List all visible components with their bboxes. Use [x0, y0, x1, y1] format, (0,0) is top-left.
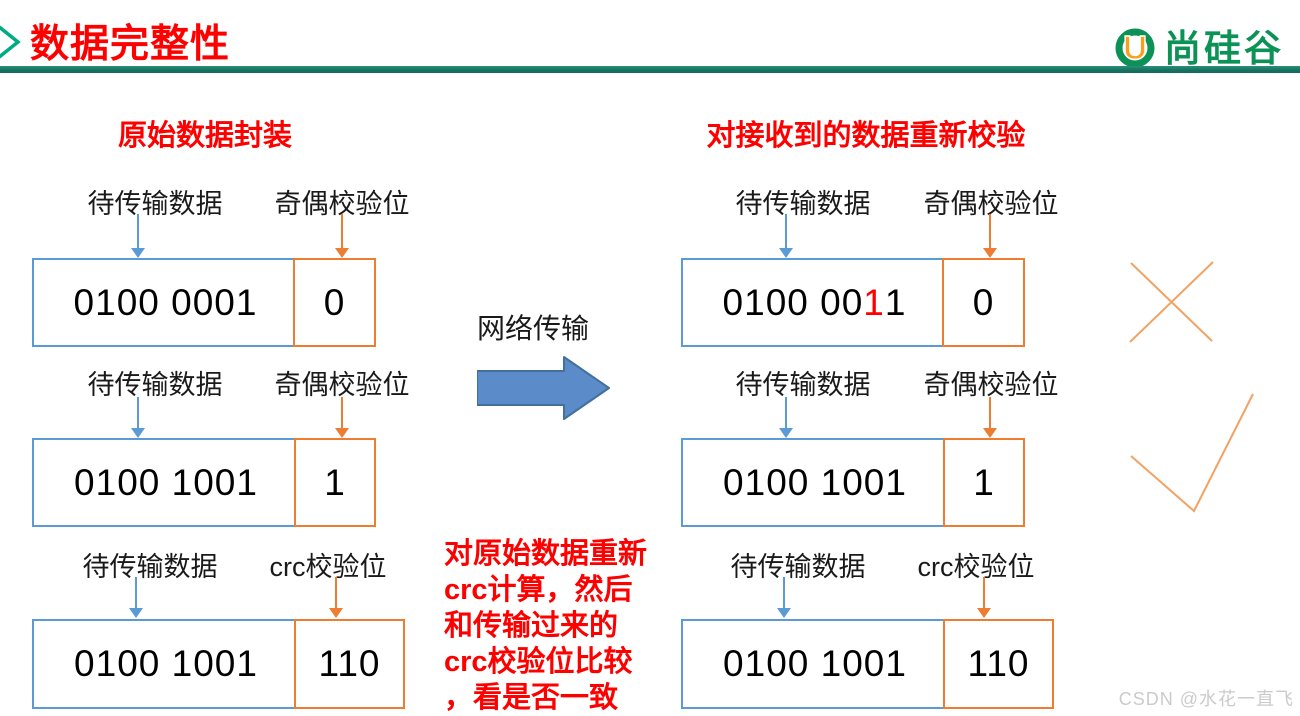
arrow-down-blue-icon [131, 214, 145, 258]
arrow-down-orange-icon [983, 214, 997, 258]
arrow-down-blue-icon [779, 214, 793, 258]
check-box: 0 [942, 258, 1025, 347]
data-box: 0100 1001 [32, 438, 300, 527]
data-label: 待传输数据 [87, 370, 223, 400]
crc-recheck-note: 对原始数据重新 crc计算，然后 和传输过来的 crc校验位比较 ，看是否一致 [444, 536, 647, 716]
page-title: 数据完整性 [30, 23, 231, 66]
data-label: 待传输数据 [82, 552, 218, 582]
arrow-down-blue-icon [131, 397, 145, 438]
chevron-right-icon [0, 25, 21, 59]
svg-text:U: U [1123, 29, 1147, 66]
arrow-down-orange-icon [329, 577, 343, 618]
check-label: 奇偶校验位 [274, 370, 410, 400]
note-line: 和传输过来的 [444, 610, 619, 642]
data-box: 0100 1001 [681, 438, 949, 527]
arrow-down-orange-icon [983, 397, 997, 438]
flipped-bit: 1 [863, 281, 885, 323]
network-transfer-label: 网络传输 [477, 313, 590, 344]
brand-u-icon: U [1115, 28, 1155, 68]
arrow-down-orange-icon [977, 577, 991, 618]
note-line: crc计算，然后 [444, 574, 633, 606]
arrow-down-blue-icon [129, 577, 143, 618]
data-box: 0100 1001 [681, 619, 949, 709]
data-box: 0100 1001 [32, 619, 300, 709]
brand-logo: U 尚硅谷 [1111, 18, 1284, 72]
arrow-down-orange-icon [335, 397, 349, 438]
check-box: 0 [293, 258, 376, 347]
cross-mark-icon [1129, 261, 1214, 343]
check-label: crc校验位 [917, 552, 1035, 582]
check-label: 奇偶校验位 [923, 189, 1059, 219]
left-section-title: 原始数据封装 [117, 120, 292, 152]
data-box: 0100 0001 [32, 258, 299, 347]
note-line: crc校验位比较 [444, 646, 633, 678]
check-mark-icon [1130, 393, 1254, 513]
header-divider [0, 66, 1300, 73]
arrow-down-blue-icon [777, 577, 791, 618]
check-label: crc校验位 [269, 552, 387, 582]
check-box: 1 [943, 438, 1025, 527]
brand-name: 尚硅谷 [1164, 28, 1284, 69]
big-right-arrow-icon [477, 356, 610, 420]
data-label: 待传输数据 [87, 189, 223, 219]
note-line: ，看是否一致 [444, 682, 619, 714]
check-box: 110 [294, 619, 405, 709]
check-label: 奇偶校验位 [923, 370, 1059, 400]
data-label: 待传输数据 [735, 189, 871, 219]
data-label: 待传输数据 [730, 552, 866, 582]
data-label: 待传输数据 [735, 370, 871, 400]
check-box: 110 [943, 619, 1054, 709]
right-section-title: 对接收到的数据重新校验 [706, 120, 1026, 152]
check-box: 1 [294, 438, 376, 527]
arrow-down-orange-icon [335, 214, 349, 258]
watermark: CSDN @水花一直飞 [1118, 689, 1294, 709]
note-line: 对原始数据重新 [444, 538, 648, 570]
arrow-down-blue-icon [779, 397, 793, 438]
